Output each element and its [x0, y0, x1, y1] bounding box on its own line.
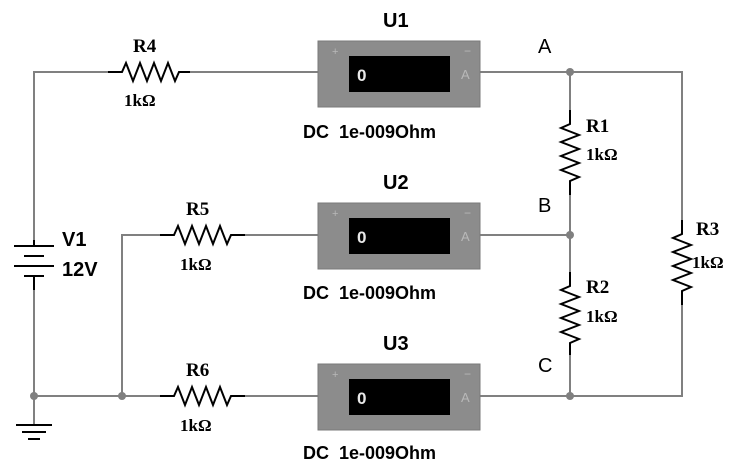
r3-name-label: R3 [696, 219, 719, 240]
u2-minus-terminal: − [464, 206, 471, 220]
ammeter-u3[interactable]: U3 0 + − A DC 1e-009Ohm [303, 333, 481, 463]
u3-name-label: U3 [383, 333, 409, 355]
r6-name-label: R6 [186, 360, 209, 381]
ammeter-u2[interactable]: U2 0 + − A DC 1e-009Ohm [303, 172, 481, 303]
u1-plus-terminal: + [332, 46, 338, 58]
u1-name-label: U1 [383, 10, 409, 32]
wires [33, 71, 683, 425]
u2-name-label: U2 [383, 172, 409, 194]
junction-left-mid [118, 392, 126, 400]
battery-v1 [14, 240, 54, 290]
u2-reading: 0 [357, 228, 366, 247]
u3-mode-label: DC 1e-009Ohm [303, 443, 436, 463]
u1-reading: 0 [357, 66, 366, 85]
ammeter-u1[interactable]: U1 0 + − A DC 1e-009Ohm [303, 10, 481, 142]
r5-name-label: R5 [186, 199, 209, 220]
wire-a-r3 [570, 71, 683, 220]
node-a-label: A [538, 36, 552, 58]
u2-display [349, 218, 450, 254]
resistor-r4 [108, 60, 190, 84]
v1-name-label: V1 [62, 229, 86, 251]
u2-plus-terminal: + [332, 208, 338, 220]
wire-r3-bottom [570, 305, 683, 397]
resistor-r1 [558, 110, 582, 195]
u2-unit: A [461, 229, 470, 244]
r4-value-label: 1kΩ [124, 91, 156, 110]
resistor-r5 [160, 223, 245, 247]
u3-display [349, 379, 450, 415]
r2-value-label: 1kΩ [586, 307, 618, 326]
resistor-r2 [558, 272, 582, 355]
r2-name-label: R2 [586, 277, 609, 298]
u1-display [349, 56, 450, 92]
r4-name-label: R4 [133, 36, 157, 57]
u1-unit: A [461, 67, 470, 82]
u2-mode-label: DC 1e-009Ohm [303, 283, 436, 303]
node-b-label: B [538, 195, 551, 217]
u3-plus-terminal: + [332, 369, 338, 381]
r3-value-label: 1kΩ [692, 253, 724, 272]
node-c-label: C [538, 355, 552, 377]
wire-top-left [33, 71, 108, 240]
junctions [30, 68, 574, 400]
junction-a [566, 68, 574, 76]
u3-reading: 0 [357, 389, 366, 408]
v1-value-label: 12V [62, 259, 98, 281]
u1-mode-label: DC 1e-009Ohm [303, 122, 436, 142]
wire-bottom-left [33, 290, 160, 397]
junction-c [566, 392, 574, 400]
r5-value-label: 1kΩ [180, 255, 212, 274]
resistor-r6 [160, 384, 245, 408]
wire-mid-left [121, 234, 160, 396]
r1-name-label: R1 [586, 116, 609, 137]
junction-b [566, 231, 574, 239]
junction-ground [30, 392, 38, 400]
r1-value-label: 1kΩ [586, 145, 618, 164]
ground-icon [16, 424, 52, 440]
u3-minus-terminal: − [464, 367, 471, 381]
u1-minus-terminal: − [464, 44, 471, 58]
u3-unit: A [461, 390, 470, 405]
r6-value-label: 1kΩ [180, 416, 212, 435]
resistor-r3 [670, 220, 694, 305]
